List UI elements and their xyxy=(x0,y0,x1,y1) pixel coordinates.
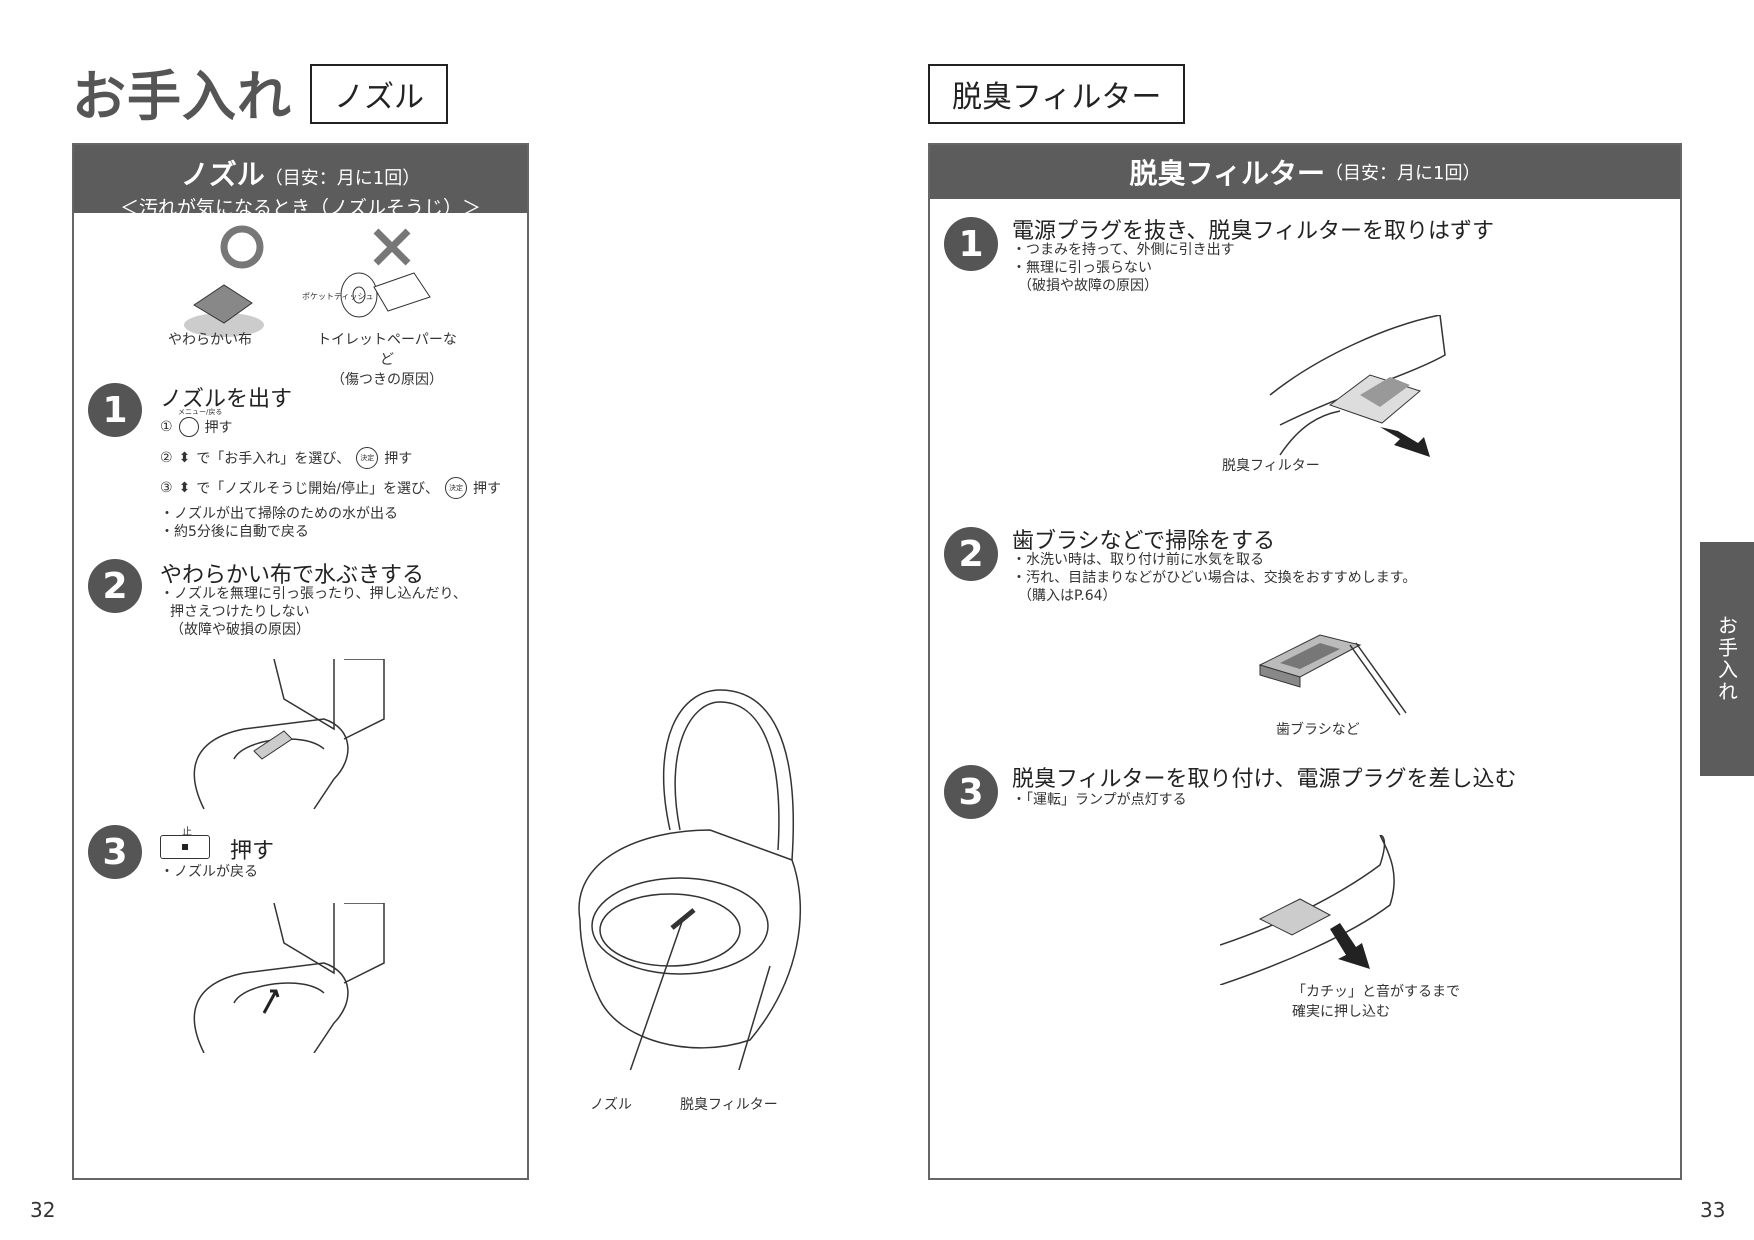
decide-button-icon: 決定 xyxy=(445,477,468,499)
filter-panel-header: 脱臭フィルター（目安：月に1回） xyxy=(930,145,1680,199)
up-down-arrow-icon: ⬍ xyxy=(178,450,191,466)
filter-step-3-note1: ・「運転」ランプが点灯する xyxy=(1012,792,1187,808)
filter-step-2-note1: ・水洗い時は、取り付け前に水気を取る xyxy=(1012,552,1264,568)
step-1-line1-text: 押す xyxy=(204,420,233,436)
ng-label-line2: （傷つきの原因） xyxy=(331,372,443,388)
filter-step-3-caption1: 「カチッ」と音がするまで xyxy=(1292,984,1460,1000)
filter-step-3-caption2: 確実に押し込む xyxy=(1292,1004,1390,1020)
ok-label: やわらかい布 xyxy=(168,332,252,348)
step-1-title: ノズルを出す xyxy=(160,387,293,412)
menu-button-icon xyxy=(178,417,199,437)
filter-step-2-number: 2 xyxy=(944,527,998,581)
filter-step-2-notes: ・水洗い時は、取り付け前に水気を取る ・汚れ、目詰まりなどがひどい場合は、交換を… xyxy=(1012,551,1416,605)
ng-label-line1: トイレットペーパーなど xyxy=(317,332,457,368)
filter-step-1-number: 1 xyxy=(944,217,998,271)
filter-step-3-title: 脱臭フィルターを取り付け、電源プラグを差し込む xyxy=(1012,767,1517,792)
cleaning-materials-illustration xyxy=(184,225,431,337)
step-2-title: やわらかい布で水ぶきする xyxy=(160,563,425,588)
filter-insert-illustration xyxy=(1220,835,1395,985)
step-3-note1: ・ノズルが戻る xyxy=(160,864,258,880)
filter-step-1-title: 電源プラグを抜き、脱臭フィルターを取りはずす xyxy=(1012,219,1495,244)
step-1-line1: ① 押す xyxy=(160,417,233,437)
side-tab-care[interactable]: お手入れ xyxy=(1700,542,1754,776)
stop-button-caption: 止 xyxy=(182,827,192,838)
section-tag-filter: 脱臭フィルター xyxy=(928,64,1186,124)
decide-button-icon: 決定 xyxy=(356,447,379,469)
nozzle-return-illustration xyxy=(193,903,385,1053)
filter-step-1-note3: （破損や故障の原因） xyxy=(1018,278,1158,294)
step-3-number: 3 xyxy=(88,825,142,879)
step-1-line3-text-b: 押す xyxy=(473,481,502,497)
step-1-line3-mark: ③ xyxy=(160,480,173,496)
filter-panel-frequency: （目安：月に1回） xyxy=(1325,163,1481,184)
step-1-note2: ・約5分後に自動で戻る xyxy=(160,524,309,540)
step-1-line2-text-a: で「お手入れ」を選び、 xyxy=(196,451,351,467)
section-tag-nozzle: ノズル xyxy=(310,64,448,124)
filter-step-3-number: 3 xyxy=(944,765,998,819)
step-3-title: 押す xyxy=(230,839,275,864)
step-1-line2-text-b: 押す xyxy=(384,451,413,467)
ng-label: トイレットペーパーなど （傷つきの原因） xyxy=(312,329,462,389)
soft-cloth-illustration xyxy=(184,225,264,337)
filter-step-2-title: 歯ブラシなどで掃除をする xyxy=(1012,529,1276,554)
step-1-line1-mark: ① xyxy=(160,419,173,435)
filter-panel: 脱臭フィルター（目安：月に1回） 1 電源プラグを抜き、脱臭フィルターを取りはず… xyxy=(928,143,1682,1180)
step-2-note1: ・ノズルを無理に引っ張ったり、押し込んだり、 xyxy=(160,586,467,602)
step-2-note3: （故障や破損の原因） xyxy=(170,622,310,638)
filter-step-2-note2: ・汚れ、目詰まりなどがひどい場合は、交換をおすすめします。 xyxy=(1012,570,1417,586)
filter-step-1-note1: ・つまみを持って、外側に引き出す xyxy=(1012,242,1235,258)
step-1-line3: ③ ⬍ で「ノズルそうじ開始/停止」を選び、 決定 押す xyxy=(160,477,501,499)
step-1-line3-text-a: で「ノズルそうじ開始/停止」を選び、 xyxy=(196,481,440,497)
nozzle-panel-frequency: （目安：月に1回） xyxy=(264,168,421,189)
nozzle-panel-header: ノズル（目安：月に1回） ＜汚れが気になるとき（ノズルそうじ）＞ xyxy=(74,145,527,219)
page-title: お手入れ xyxy=(72,65,292,128)
nozzle-wipe-illustration xyxy=(193,659,385,809)
filter-step-2-caption: 歯ブラシなど xyxy=(1276,722,1360,738)
filter-brush-illustration xyxy=(1258,634,1407,716)
step-1-number: 1 xyxy=(88,383,142,437)
toilet-label-nozzle: ノズル xyxy=(590,1097,632,1113)
filter-step-1-caption: 脱臭フィルター xyxy=(1222,458,1320,474)
nozzle-panel-subheading: ＜汚れが気になるとき（ノズルそうじ）＞ xyxy=(119,197,481,219)
nozzle-panel-heading: ノズル xyxy=(180,158,265,191)
filter-step-2-note3: （購入はP.64） xyxy=(1018,588,1117,604)
step-1-line2: ② ⬍ で「お手入れ」を選び、 決定 押す xyxy=(160,447,412,469)
step-2-note2: 押さえつけたりしない xyxy=(170,604,310,620)
page-number-left: 32 xyxy=(30,1198,56,1222)
toilet-label-filter: 脱臭フィルター xyxy=(680,1097,778,1113)
stop-button-icon xyxy=(160,835,210,859)
filter-removal-illustration xyxy=(1269,315,1446,457)
menu-button-caption: メニュー/戻る xyxy=(178,408,223,416)
step-2-number: 2 xyxy=(88,559,142,613)
filter-step-3-captions: 「カチッ」と音がするまで 確実に押し込む xyxy=(1292,981,1460,1021)
step-1-notes: ・ノズルが出て掃除のための水が出る ・約5分後に自動で戻る xyxy=(160,505,398,541)
toilet-overview-illustration xyxy=(578,689,801,1070)
up-down-arrow-icon: ⬍ xyxy=(178,480,191,496)
filter-panel-heading: 脱臭フィルター xyxy=(1129,157,1325,190)
step-2-notes: ・ノズルを無理に引っ張ったり、押し込んだり、 押さえつけたりしない （故障や破損… xyxy=(160,585,467,639)
filter-step-1-note2: ・無理に引っ張らない xyxy=(1012,260,1152,276)
step-1-line2-mark: ② xyxy=(160,450,173,466)
page-number-right: 33 xyxy=(1700,1198,1726,1222)
nozzle-panel: ノズル（目安：月に1回） ＜汚れが気になるとき（ノズルそうじ）＞ ポケットティッ… xyxy=(72,143,529,1180)
filter-step-1-notes: ・つまみを持って、外側に引き出す ・無理に引っ張らない （破損や故障の原因） xyxy=(1012,241,1235,295)
toilet-paper-illustration xyxy=(340,228,431,318)
ok-circle-icon xyxy=(220,225,264,269)
step-1-note1: ・ノズルが出て掃除のための水が出る xyxy=(160,506,398,522)
ng-cross-icon xyxy=(373,228,411,266)
ng-package-text: ポケットティッシュ xyxy=(302,292,374,301)
